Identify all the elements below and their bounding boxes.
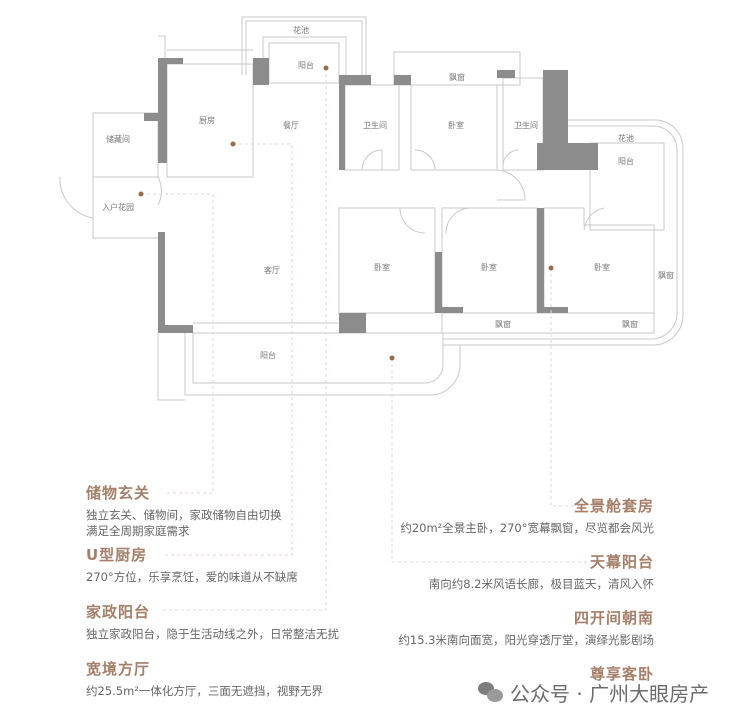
feature-title: 天幕阳台 — [589, 553, 654, 571]
room-label: 飘窗 — [622, 319, 638, 329]
feature-desc: 约25.5m²一体化方厅，三面无遮挡，视野无界 — [86, 684, 323, 698]
feature-desc: 独立玄关、储物间，家政储物自由切换满足全周期家庭需求 — [86, 507, 282, 539]
feature-desc: 独立家政阳台，隐于生活动线之外，日常整洁无扰 — [86, 627, 339, 641]
desc-line: 满足全周期家庭需求 — [86, 524, 190, 538]
leader-lines — [141, 68, 590, 611]
room-label: 入户花园 — [102, 202, 134, 212]
room-label: 阳台 — [260, 350, 276, 360]
feature-desc: 约20m²全景主卧，270°宽幕飘窗，尽览都会风光 — [400, 521, 654, 535]
room-label: 花池 — [618, 133, 634, 143]
feature-sky-balcony: 天幕阳台 南向约8.2米风语长廊，极目蓝天，清风入怀 — [429, 553, 654, 592]
room-label: 卧室 — [374, 262, 390, 272]
feature-title: 四开间朝南 — [573, 609, 654, 627]
room-label: 卧室 — [594, 262, 610, 272]
room-label: 飘窗 — [495, 319, 511, 329]
feature-desc: 270°方位，乐享烹饪，爱的味道从不缺席 — [86, 570, 298, 584]
feature-title: 尊享客卧 — [589, 665, 654, 683]
feature-living-hall: 宽境方厅 约25.5m²一体化方厅，三面无遮挡，视野无界 — [86, 660, 323, 699]
room-label: 客厅 — [264, 265, 280, 275]
room-label: 阳台 — [618, 156, 634, 166]
feature-utility-balcony: 家政阳台 独立家政阳台，隐于生活动线之外，日常整洁无扰 — [86, 603, 339, 642]
watermark: 公众号 · 广州大眼房产 — [478, 678, 709, 707]
room-labels: 花池 阳台 厨房 餐厅 储藏间 入户花园 客厅 卫生间 卧室 飘窗 卫生间 花池… — [102, 25, 674, 360]
feature-title: 宽境方厅 — [86, 660, 151, 678]
feature-desc: 约15.3米南向面宽，阳光穿透厅堂，演绎光影剧场 — [398, 633, 654, 647]
wechat-icon — [478, 681, 504, 704]
room-label: 餐厅 — [283, 121, 299, 130]
room-label: 飘窗 — [449, 72, 465, 82]
plan-outlines — [59, 16, 684, 401]
walls — [144, 58, 598, 333]
room-label: 飘窗 — [658, 270, 674, 280]
room-label: 卧室 — [448, 120, 464, 130]
room-label: 卫生间 — [363, 120, 387, 130]
feature-u-kitchen: U型厨房 270°方位，乐享烹饪，爱的味道从不缺席 — [86, 546, 298, 585]
room-label: 储藏间 — [106, 134, 130, 144]
room-label: 厨房 — [199, 115, 215, 125]
feature-south-facing: 四开间朝南 约15.3米南向面宽，阳光穿透厅堂，演绎光影剧场 — [398, 609, 654, 648]
feature-title: 家政阳台 — [86, 603, 151, 621]
room-label: 卫生间 — [514, 120, 538, 130]
feature-guest-bedroom: 尊享客卧 — [590, 665, 654, 683]
room-label: 卧室 — [481, 262, 497, 272]
feature-master-suite: 全景舱套房 约20m²全景主卧，270°宽幕飘窗，尽览都会风光 — [400, 497, 654, 536]
callout-dots — [138, 65, 554, 361]
room-label: 阳台 — [298, 60, 314, 70]
feature-title: 全景舱套房 — [573, 497, 654, 515]
feature-title: U型厨房 — [86, 546, 148, 564]
feature-desc: 南向约8.2米风语长廊，极目蓝天，清风入怀 — [428, 577, 654, 591]
watermark-text: 公众号 · 广州大眼房产 — [510, 682, 710, 706]
room-label: 花池 — [293, 25, 309, 35]
feature-title: 储物玄关 — [86, 484, 151, 502]
desc-line: 独立玄关、储物间，家政储物自由切换 — [86, 508, 282, 522]
feature-storage-entry: 储物玄关 独立玄关、储物间，家政储物自由切换满足全周期家庭需求 — [86, 484, 282, 539]
